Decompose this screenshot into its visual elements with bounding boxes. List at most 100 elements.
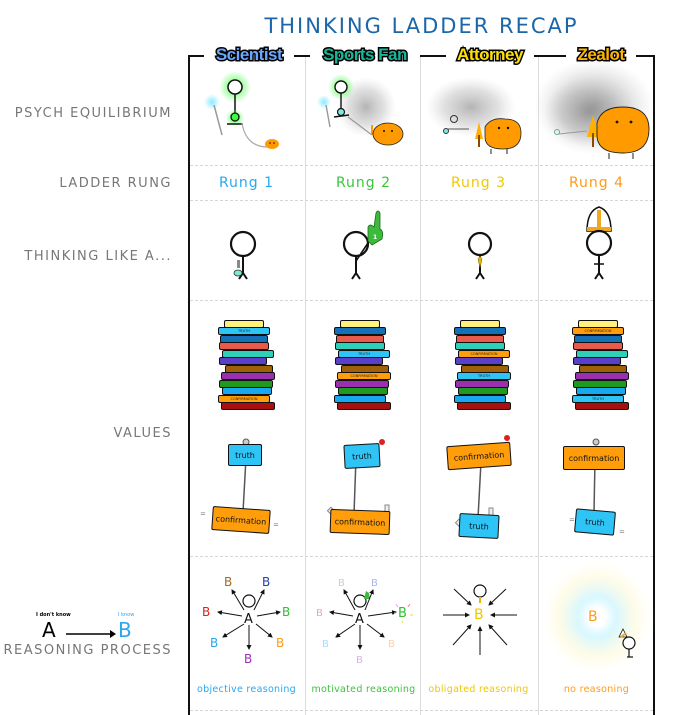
motivated-reasoning-diagram: A B B B B B B B — [316, 578, 413, 666]
svg-text:B: B — [474, 607, 484, 623]
svg-text:B: B — [202, 605, 210, 619]
book — [573, 357, 621, 365]
svg-text:A: A — [355, 612, 364, 627]
svg-text:B: B — [262, 575, 270, 589]
values-signs-attorney: confirmation truth — [421, 430, 538, 550]
book — [221, 372, 275, 380]
reasoning-caption: motivated reasoning — [311, 684, 416, 695]
row-divider — [190, 556, 653, 558]
sign-bottom: confirmation — [329, 508, 391, 536]
book — [575, 372, 629, 380]
reasoning-caption: objective reasoning — [197, 684, 296, 695]
reasoning-legend: I don't know A I know B — [30, 612, 160, 644]
svg-text:=: = — [200, 510, 206, 518]
row-label-ladder-rung: LADDER RUNG — [59, 176, 172, 191]
book — [221, 402, 275, 410]
svg-text:B: B — [371, 578, 378, 589]
rung-label: Rung 2 — [335, 175, 392, 191]
column-divider — [305, 57, 306, 715]
column-divider — [538, 57, 539, 715]
book — [334, 327, 386, 335]
svg-text:B: B — [282, 605, 290, 619]
book — [575, 402, 629, 410]
book-confirmation: CONFIRMATION — [337, 372, 391, 380]
book — [338, 387, 388, 395]
book-confirmation: CONFIRMATION — [572, 327, 624, 335]
svg-text:B: B — [356, 655, 363, 666]
zealot-figure-icon — [585, 206, 613, 280]
svg-text:B: B — [388, 639, 395, 650]
row-label-psych-equilibrium: PSYCH EQUILIBRIUM — [14, 106, 172, 121]
sign-top: confirmation — [563, 446, 625, 470]
reasoning-caption: no reasoning — [563, 684, 630, 695]
column-divider — [420, 57, 421, 715]
svg-text:B: B — [398, 606, 407, 621]
row-label-reasoning-process: REASONING PROCESS — [3, 643, 172, 658]
sports-fan-equilibrium-illustration — [317, 74, 404, 146]
reasoning-caption: obligated reasoning — [428, 684, 529, 695]
svg-text:B: B — [316, 608, 323, 619]
rung-label: Rung 4 — [568, 175, 625, 191]
book-truth: TRUTH — [218, 327, 270, 335]
sign-bottom: confirmation — [211, 506, 271, 534]
book — [573, 342, 623, 350]
rung-label: Rung 1 — [218, 175, 275, 191]
row-divider — [190, 710, 653, 712]
row-divider — [190, 165, 653, 167]
book — [455, 357, 503, 365]
svg-text:B: B — [210, 636, 218, 650]
attorney-figure-icon — [467, 231, 493, 280]
sports-fan-figure-icon: 1 — [342, 210, 384, 280]
a-caption: I don't know — [36, 612, 71, 618]
b-caption: I know — [118, 612, 135, 618]
no-reasoning-diagram: B — [539, 557, 655, 677]
book — [454, 327, 506, 335]
sign-top: truth — [228, 444, 262, 466]
scientist-figure-icon — [229, 230, 257, 280]
row-label-values: VALUES — [113, 426, 172, 441]
book — [576, 387, 626, 395]
svg-text:=: = — [273, 521, 279, 529]
book — [335, 357, 383, 365]
row-label-thinking-like: THINKING LIKE A... — [24, 249, 172, 264]
svg-text:A: A — [244, 612, 253, 627]
svg-text:B: B — [244, 652, 252, 666]
book-truth: TRUTH — [457, 372, 511, 380]
svg-text:=: = — [569, 516, 575, 524]
objective-reasoning-diagram: A B B B B B B B — [202, 575, 290, 666]
book — [335, 342, 385, 350]
zealot-equilibrium-illustration — [534, 59, 654, 159]
book — [219, 357, 267, 365]
column-header-sports-fan: Sports Fan — [310, 44, 420, 66]
row-divider — [190, 200, 653, 202]
svg-text:B: B — [338, 578, 345, 589]
book — [337, 402, 391, 410]
sign-bottom: truth — [458, 512, 500, 540]
svg-text:1: 1 — [373, 234, 377, 241]
recap-table-frame — [188, 55, 655, 715]
attorney-equilibrium-illustration — [426, 77, 522, 154]
svg-text:B: B — [276, 636, 284, 650]
column-header-attorney: Attorney — [446, 44, 534, 66]
book — [219, 342, 269, 350]
scientist-equilibrium-illustration — [204, 71, 279, 149]
column-header-scientist: Scientist — [204, 44, 294, 66]
svg-text:=: = — [619, 528, 625, 536]
book — [457, 402, 511, 410]
svg-text:B: B — [322, 639, 329, 650]
page-title: THINKING LADDER RECAP — [264, 14, 579, 38]
arrow-right-icon — [66, 630, 116, 638]
values-signs-zealot: = = confirmation truth — [539, 430, 655, 550]
a-letter: A — [42, 618, 56, 642]
b-letter: B — [118, 618, 132, 642]
svg-text:B: B — [224, 575, 232, 589]
sign-bottom: truth — [574, 508, 616, 536]
values-signs-sports-fan: truth confirmation — [306, 430, 420, 550]
column-header-label: Sports Fan — [322, 44, 409, 66]
values-signs-scientist: = = truth confirmation — [190, 430, 305, 550]
column-header-label: Scientist — [214, 44, 284, 66]
